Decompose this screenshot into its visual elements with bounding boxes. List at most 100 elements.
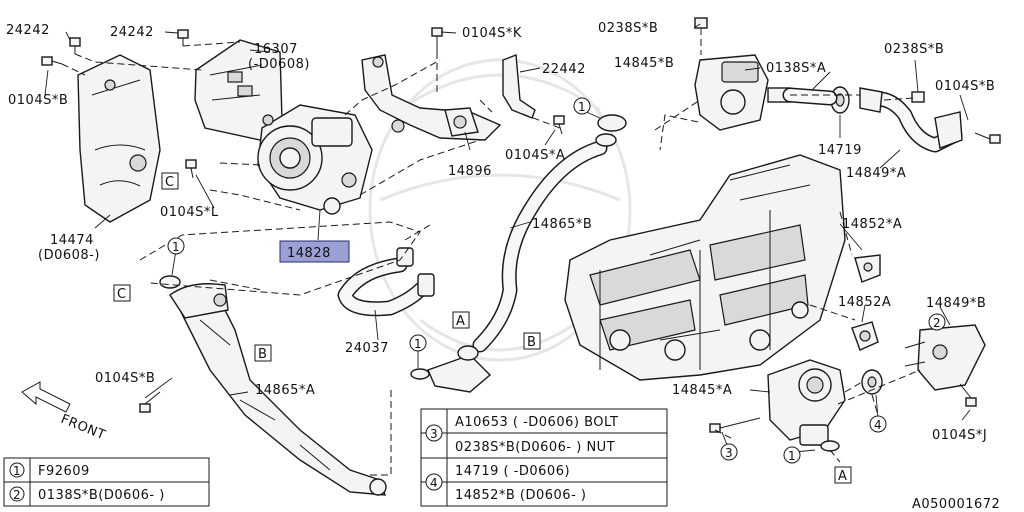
letter-callout-c-lower: C (113, 284, 131, 302)
svg-text:A: A (838, 469, 847, 484)
highlight-14828 (279, 240, 350, 263)
letter-callout-c-upper: C (161, 172, 179, 190)
bolt-icon (709, 417, 761, 433)
svg-text:C: C (165, 175, 175, 190)
svg-text:14852*B (D0606- ): 14852*B (D0606- ) (455, 488, 586, 503)
svg-text:1: 1 (414, 337, 422, 351)
hose-14865-a (169, 283, 387, 496)
gasket-14852-a (854, 254, 881, 283)
hose-14865-b (472, 140, 608, 353)
part-labels: 24242 24242 16307 (-D0608) 0104S*K 22442… (6, 21, 995, 443)
svg-text:B: B (258, 347, 267, 362)
legend-left: 1 F92609 2 0138S*B(D0606- ) (3, 457, 210, 507)
heat-shield-14474 (77, 54, 161, 223)
pipe-14849-b (917, 324, 986, 391)
label-24242-a: 24242 (6, 23, 50, 38)
air-pump-14828 (257, 104, 373, 215)
svg-text:B: B (527, 335, 536, 350)
number-callout-1-left: 1 (167, 237, 185, 255)
svg-text:2: 2 (13, 488, 21, 502)
label-24242-b: 24242 (110, 25, 154, 40)
bolt-icon (911, 91, 925, 103)
number-callout-2: 2 (928, 313, 946, 331)
bolt-icon (185, 159, 197, 179)
gasket-14852a (851, 321, 879, 351)
legend-right: 3 A10653 ( -D0606) BOLT 0238S*B(D0606- )… (420, 408, 668, 507)
label-14828: 14828 (287, 246, 331, 261)
svg-text:C: C (117, 287, 127, 302)
label-0138s-a: 0138S*A (766, 61, 826, 76)
label-14719: 14719 (818, 143, 862, 158)
label-0104s-k: 0104S*K (462, 26, 522, 41)
svg-text:1: 1 (788, 449, 796, 463)
svg-text:4: 4 (874, 418, 882, 432)
label-0104s-b-right: 0104S*B (935, 79, 995, 94)
label-14849-a: 14849*A (846, 166, 906, 181)
clamp-14865-b (595, 114, 627, 147)
svg-text:A: A (456, 314, 465, 329)
svg-text:14719 ( -D0606): 14719 ( -D0606) (455, 464, 570, 479)
number-callout-1-center: 1 (409, 334, 427, 352)
label-14845-a: 14845*A (672, 383, 732, 398)
front-label: FRONT (59, 412, 108, 443)
label-0238s-b-top: 0238S*B (598, 21, 658, 36)
svg-text:3: 3 (725, 446, 733, 460)
pipe-connector-a (427, 345, 492, 393)
label-14896: 14896 (448, 164, 492, 179)
label-24037: 24037 (345, 341, 389, 356)
watermark-emblem (368, 58, 632, 362)
label-0104s-l: 0104S*L (160, 205, 219, 220)
bracket-22442 (502, 54, 536, 119)
bolt-icon (904, 341, 926, 367)
clamp-icon (159, 275, 181, 289)
valve-14845-b (694, 54, 791, 131)
svg-text:3: 3 (430, 427, 438, 441)
label-0238s-b-right: 0238S*B (884, 42, 944, 57)
label-14845-b: 14845*B (614, 56, 674, 71)
label-14474-note: (D0608-) (38, 248, 100, 263)
number-callout-3: 3 (720, 443, 738, 461)
letter-callout-b-engine: B (523, 332, 541, 350)
bolt-icon (139, 391, 161, 413)
number-callout-1-top: 1 (573, 97, 591, 115)
bolt-icon (553, 115, 565, 135)
dashed-assembly-lines (61, 28, 921, 476)
letter-callout-a-center: A (452, 311, 470, 329)
svg-text:1: 1 (13, 464, 21, 478)
svg-text:F92609: F92609 (38, 464, 90, 479)
bolt-icon (431, 27, 443, 52)
label-14852a: 14852A (838, 295, 891, 310)
svg-text:0238S*B(D0606- ) NUT: 0238S*B(D0606- ) NUT (455, 440, 615, 455)
svg-text:1: 1 (578, 100, 586, 114)
letter-callout-a-right: A (834, 466, 852, 484)
valve-14845-a (767, 359, 846, 446)
number-callout-1-right: 1 (783, 446, 801, 464)
label-14865-b: 14865*B (532, 217, 592, 232)
svg-text:2: 2 (933, 316, 941, 330)
label-0104s-a: 0104S*A (505, 148, 565, 163)
label-16307-note: (-D0608) (248, 57, 310, 72)
bolt-icon (69, 37, 81, 54)
front-arrow-icon: FRONT (21, 381, 108, 443)
svg-text:0138S*B(D0606- ): 0138S*B(D0606- ) (38, 488, 165, 503)
bolt-icon (974, 132, 1001, 144)
label-16307: 16307 (254, 42, 298, 57)
label-22442: 22442 (542, 62, 586, 77)
svg-text:1: 1 (172, 240, 180, 254)
pipe-14849-a (859, 87, 963, 153)
engine-assembly (564, 154, 846, 381)
label-14865-a: 14865*A (255, 383, 315, 398)
label-14474: 14474 (50, 233, 94, 248)
svg-text:4: 4 (430, 476, 438, 490)
gasket-callout-4 (861, 369, 883, 395)
bracket-14896 (361, 54, 502, 141)
clamp-icon (820, 440, 840, 452)
clamp-icon (410, 368, 430, 380)
letter-callout-b-left: B (254, 344, 272, 362)
label-0104s-b-mid: 0104S*B (95, 371, 155, 386)
label-14849-b: 14849*B (926, 296, 986, 311)
bolt-icon (959, 383, 977, 407)
svg-text:A10653 ( -D0606) BOLT: A10653 ( -D0606) BOLT (455, 415, 618, 430)
leader-lines (44, 23, 971, 453)
